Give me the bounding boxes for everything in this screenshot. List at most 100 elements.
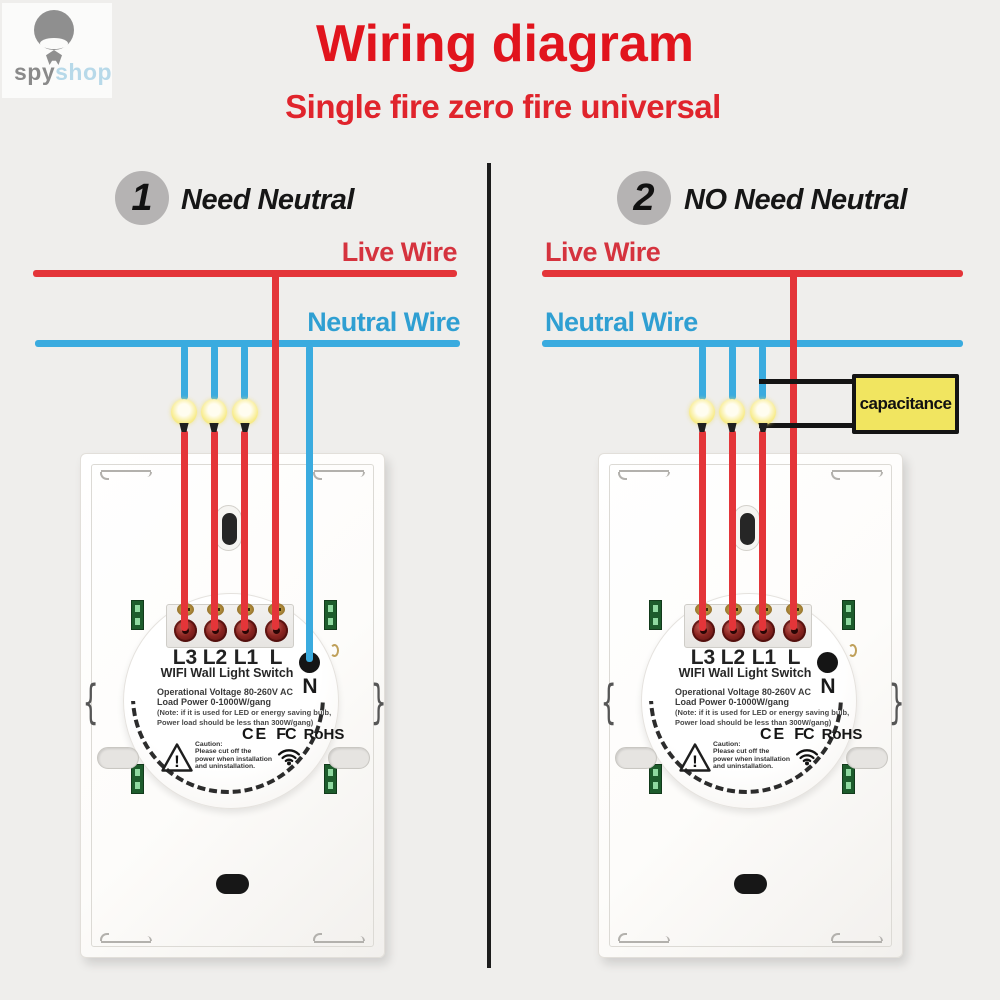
owl-body-icon	[46, 50, 62, 65]
terminal-label-l2: L2	[720, 646, 746, 669]
fcc-mark: FC	[794, 726, 814, 743]
bulb-to-l2-wire	[211, 430, 218, 631]
logo-text: spyshop	[14, 59, 112, 86]
gold-contact	[330, 644, 339, 657]
bulb-to-l3-wire	[181, 430, 188, 631]
gold-contact	[848, 644, 857, 657]
light-bulb-icon	[689, 399, 715, 433]
live-wire-line-right	[542, 270, 963, 277]
panel2-number: 2	[633, 176, 655, 219]
neutral-wire-label-right: Neutral Wire	[545, 307, 698, 337]
capacitor-box: capacitance	[852, 374, 959, 434]
pcb-connector	[649, 764, 662, 794]
wifi-icon	[795, 749, 819, 766]
bottom-button-slot	[734, 874, 767, 894]
plate-inner-outline	[609, 464, 892, 947]
terminal-label-l2: L2	[202, 646, 228, 669]
spyshop-logo: spyshop	[2, 3, 112, 98]
live-to-l-terminal-wire	[272, 273, 279, 630]
product-name: WIFI Wall Light Switch	[678, 666, 812, 680]
terminal-n	[817, 652, 838, 673]
side-slot	[846, 747, 888, 769]
pcb-connector	[324, 600, 337, 630]
panel1-number-badge: 1	[115, 171, 169, 225]
mount-hook	[313, 470, 365, 482]
plate-inner-outline	[91, 464, 374, 947]
caution-text: Caution: Please cut off the power when i…	[195, 741, 273, 770]
panel1-number: 1	[131, 176, 153, 219]
logo-text-shop: shop	[55, 59, 113, 85]
wall-switch-left: { } L3 L2 L1 L N WIFI Wall Light Switch …	[80, 453, 387, 958]
ce-mark: CE	[760, 726, 787, 743]
terminal-label-n: N	[302, 675, 318, 698]
terminal-l	[783, 619, 806, 642]
neutral-drop-wire	[759, 345, 766, 400]
light-bulb-icon	[201, 399, 227, 433]
neutral-wire-label-left: Neutral Wire	[307, 307, 460, 337]
cert-row: CE FC RoHS	[242, 726, 344, 744]
capacitor-lead-bottom	[759, 423, 854, 428]
panel-divider-line	[487, 163, 491, 968]
spec-voltage: Operational Voltage 80-260V AC	[157, 687, 294, 697]
bottom-button-slot	[216, 874, 249, 894]
owl-smile-icon	[40, 38, 68, 49]
edge-clip: }	[888, 675, 905, 729]
panel2-number-badge: 2	[617, 171, 671, 225]
svg-text:!: !	[692, 752, 698, 771]
note-line2: Power load should be less than 300W/gang…	[157, 718, 314, 727]
side-slot	[615, 747, 657, 769]
note-line1: (Note: if it is used for LED or energy s…	[675, 708, 850, 717]
edge-clip: {	[600, 675, 617, 729]
mount-hook	[619, 931, 669, 943]
terminal-label-n: N	[820, 675, 836, 698]
caution-triangle-icon: !	[679, 743, 711, 772]
fcc-mark: FC	[276, 726, 296, 743]
pcb-connector	[324, 764, 337, 794]
capacitor-lead-top	[759, 379, 854, 384]
capacitor-label: capacitance	[859, 394, 952, 413]
terminal-label-l: L	[269, 646, 283, 669]
svg-text:!: !	[174, 752, 180, 771]
caution-triangle-icon: !	[161, 743, 193, 772]
mount-hook	[101, 931, 151, 943]
page-title: Wiring diagram	[315, 15, 694, 73]
neutral-drop-wire	[699, 345, 706, 400]
live-wire-label-left: Live Wire	[341, 237, 458, 267]
spec-load: Load Power 0-1000W/gang	[675, 697, 790, 707]
edge-clip: }	[370, 675, 387, 729]
bulb-to-l2-wire	[729, 430, 736, 631]
terminal-l	[265, 619, 288, 642]
terminal-label-l: L	[787, 646, 801, 669]
mount-hook	[100, 470, 152, 482]
light-bulb-icon	[719, 399, 745, 433]
pcb-connector	[649, 600, 662, 630]
bulb-to-l1-wire	[759, 430, 766, 631]
side-slot	[97, 747, 139, 769]
live-to-l-terminal-wire	[790, 273, 797, 630]
terminal-label-l1: L1	[233, 646, 259, 669]
light-bulb-icon	[232, 399, 258, 433]
neutral-drop-wire	[211, 345, 218, 400]
caution-text: Caution: Please cut off the power when i…	[713, 741, 791, 770]
mount-hook	[831, 470, 883, 482]
wall-switch-right: { } L3 L2 L1 L N WIFI Wall Light Switch …	[598, 453, 905, 958]
terminal-label-l3: L3	[172, 646, 198, 669]
panel2-title: NO Need Neutral	[684, 184, 907, 216]
rohs-mark: RoHS	[821, 726, 863, 743]
spec-voltage: Operational Voltage 80-260V AC	[675, 687, 812, 697]
terminal-n	[299, 652, 320, 673]
screw-hole-slot	[222, 513, 237, 545]
live-wire-line-left	[33, 270, 457, 277]
light-bulb-icon	[750, 399, 776, 433]
live-wire-label-right: Live Wire	[545, 237, 661, 267]
neutral-wire-line-right	[542, 340, 963, 347]
logo-text-spy: spy	[14, 59, 56, 85]
note-line2: Power load should be less than 300W/gang…	[675, 718, 832, 727]
screw-hole-slot	[740, 513, 755, 545]
pcb-connector	[131, 764, 144, 794]
terminal-label-l3: L3	[690, 646, 716, 669]
pcb-connector	[131, 600, 144, 630]
product-name: WIFI Wall Light Switch	[160, 666, 294, 680]
panel1-title: Need Neutral	[181, 184, 354, 216]
